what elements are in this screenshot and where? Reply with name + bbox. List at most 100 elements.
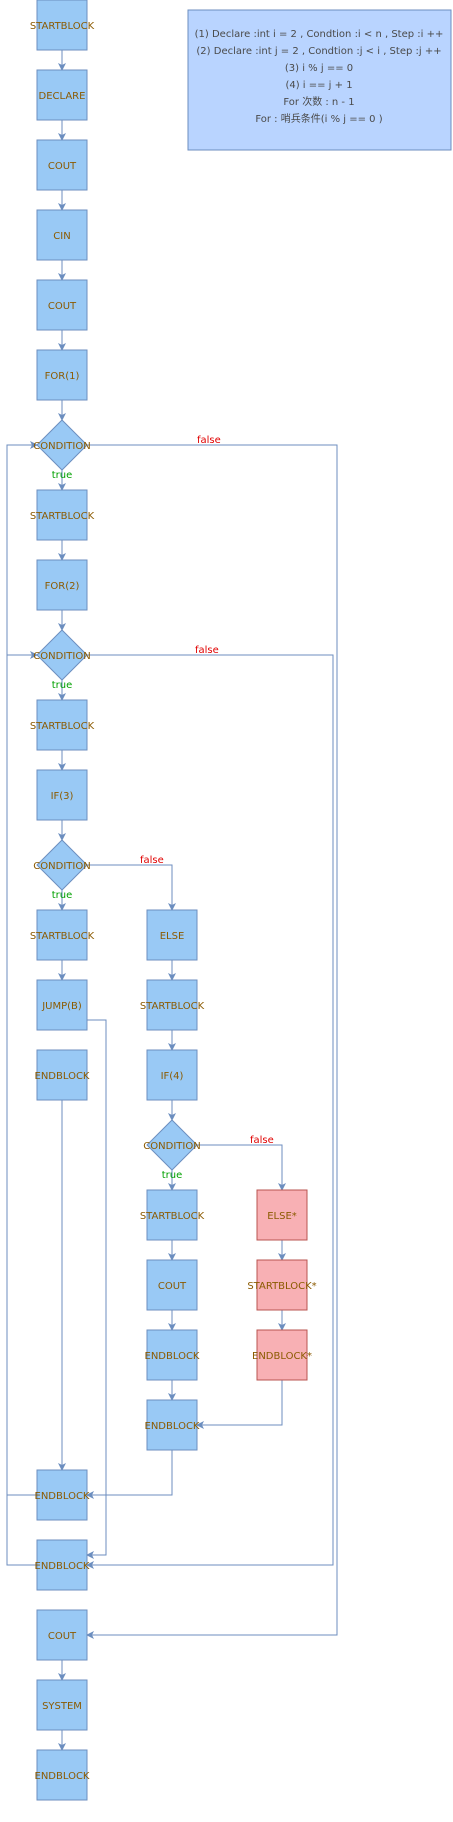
node-label: STARTBLOCK* [247, 1281, 316, 1292]
node-label: DECLARE [39, 91, 86, 102]
condition-node: CONDITION [143, 1119, 201, 1171]
flow-edge [196, 1380, 283, 1429]
flow-node: IF(4) [146, 1049, 198, 1101]
node-label: STARTBLOCK [30, 511, 95, 522]
flow-node: STARTBLOCK [30, 699, 95, 751]
block-box [36, 1049, 88, 1101]
flow-node: COUT [36, 1609, 88, 1661]
node-label: COUT [158, 1281, 187, 1292]
flow-edges [6, 50, 338, 1751]
false-branch-label: false [197, 435, 221, 446]
flow-edge [86, 654, 334, 1569]
condition-diamond [36, 419, 88, 471]
true-branch-label: true [162, 1170, 183, 1181]
condition-diamond [146, 1119, 198, 1171]
flow-edge [86, 444, 338, 1639]
legend-line-6: For : 哨兵条件(i % j == 0 ) [255, 112, 382, 125]
block-box [36, 699, 88, 751]
block-box [36, 1609, 88, 1661]
block-box [36, 559, 88, 611]
condition-node: CONDITION [33, 419, 91, 471]
node-label: STARTBLOCK [140, 1001, 205, 1012]
flow-node: ENDBLOCK [35, 1049, 90, 1101]
node-label: COUT [48, 301, 77, 312]
block-box [146, 1329, 198, 1381]
alt-block-box [256, 1189, 308, 1241]
node-label: CONDITION [33, 651, 90, 662]
true-branch-label: true [52, 470, 73, 481]
block-box [36, 1749, 88, 1801]
flow-node: ENDBLOCK [35, 1749, 90, 1801]
flow-node: COUT [146, 1259, 198, 1311]
block-box [146, 909, 198, 961]
flow-node: ENDBLOCK [35, 1539, 90, 1591]
condition-node: CONDITION [33, 629, 91, 681]
true-branch-label: true [52, 680, 73, 691]
flow-node: CIN [36, 209, 88, 261]
flow-node: COUT [36, 279, 88, 331]
node-label: ENDBLOCK [145, 1351, 200, 1362]
flow-node: STARTBLOCK [140, 1189, 205, 1241]
flow-edge [6, 651, 38, 1496]
node-label: ENDBLOCK* [252, 1351, 312, 1362]
flow-node: STARTBLOCK* [247, 1259, 317, 1311]
node-label: ENDBLOCK [35, 1561, 90, 1572]
block-box [36, 0, 88, 51]
legend-note-box [187, 9, 452, 151]
node-label: FOR(1) [45, 371, 80, 382]
node-label: COUT [48, 1631, 77, 1642]
flow-node: ELSE* [256, 1189, 308, 1241]
block-box [36, 909, 88, 961]
block-box [36, 69, 88, 121]
legend-note: (1) Declare :int i = 2 , Condtion :i < n… [187, 9, 452, 151]
false-branch-label: false [195, 645, 219, 656]
flow-node: JUMP(B) [36, 979, 88, 1031]
block-box [146, 1049, 198, 1101]
legend-line-3: (3) i % j == 0 [285, 63, 353, 74]
block-box [36, 489, 88, 541]
block-box [36, 1679, 88, 1731]
node-label: COUT [48, 161, 77, 172]
flow-edge [87, 864, 176, 911]
block-box [36, 1469, 88, 1521]
node-label: ENDBLOCK [35, 1491, 90, 1502]
node-label: CONDITION [33, 861, 90, 872]
flow-node: FOR(2) [36, 559, 88, 611]
condition-diamond [36, 839, 88, 891]
legend-line-1: (1) Declare :int i = 2 , Condtion :i < n… [195, 29, 444, 40]
node-label: STARTBLOCK [30, 931, 95, 942]
flow-node: ENDBLOCK [35, 1469, 90, 1521]
node-label: ELSE* [267, 1211, 297, 1222]
true-branch-label: true [52, 890, 73, 901]
node-label: ENDBLOCK [35, 1071, 90, 1082]
node-label: STARTBLOCK [30, 21, 95, 32]
node-label: FOR(2) [45, 581, 80, 592]
legend-line-4: (4) i == j + 1 [285, 80, 352, 91]
flow-node: STARTBLOCK [30, 0, 95, 51]
node-label: JUMP(B) [41, 1001, 82, 1012]
flow-node: STARTBLOCK [140, 979, 205, 1031]
flow-edge [86, 1450, 173, 1499]
node-label: CONDITION [33, 441, 90, 452]
node-label: SYSTEM [42, 1701, 82, 1712]
flow-node: STARTBLOCK [30, 909, 95, 961]
flow-node: DECLARE [36, 69, 88, 121]
block-box [146, 1189, 198, 1241]
flow-node: ENDBLOCK [145, 1329, 200, 1381]
flow-node: STARTBLOCK [30, 489, 95, 541]
node-label: STARTBLOCK [30, 721, 95, 732]
condition-diamond [36, 629, 88, 681]
false-branch-label: false [250, 1135, 274, 1146]
node-label: CONDITION [143, 1141, 200, 1152]
alt-block-box [256, 1329, 308, 1381]
flow-node: ELSE [146, 909, 198, 961]
alt-block-box [256, 1259, 308, 1311]
flow-node: ENDBLOCK* [252, 1329, 312, 1381]
node-label: STARTBLOCK [140, 1211, 205, 1222]
flow-node: ENDBLOCK [145, 1399, 200, 1451]
block-box [36, 279, 88, 331]
condition-node: CONDITION [33, 839, 91, 891]
block-box [36, 209, 88, 261]
block-box [146, 979, 198, 1031]
